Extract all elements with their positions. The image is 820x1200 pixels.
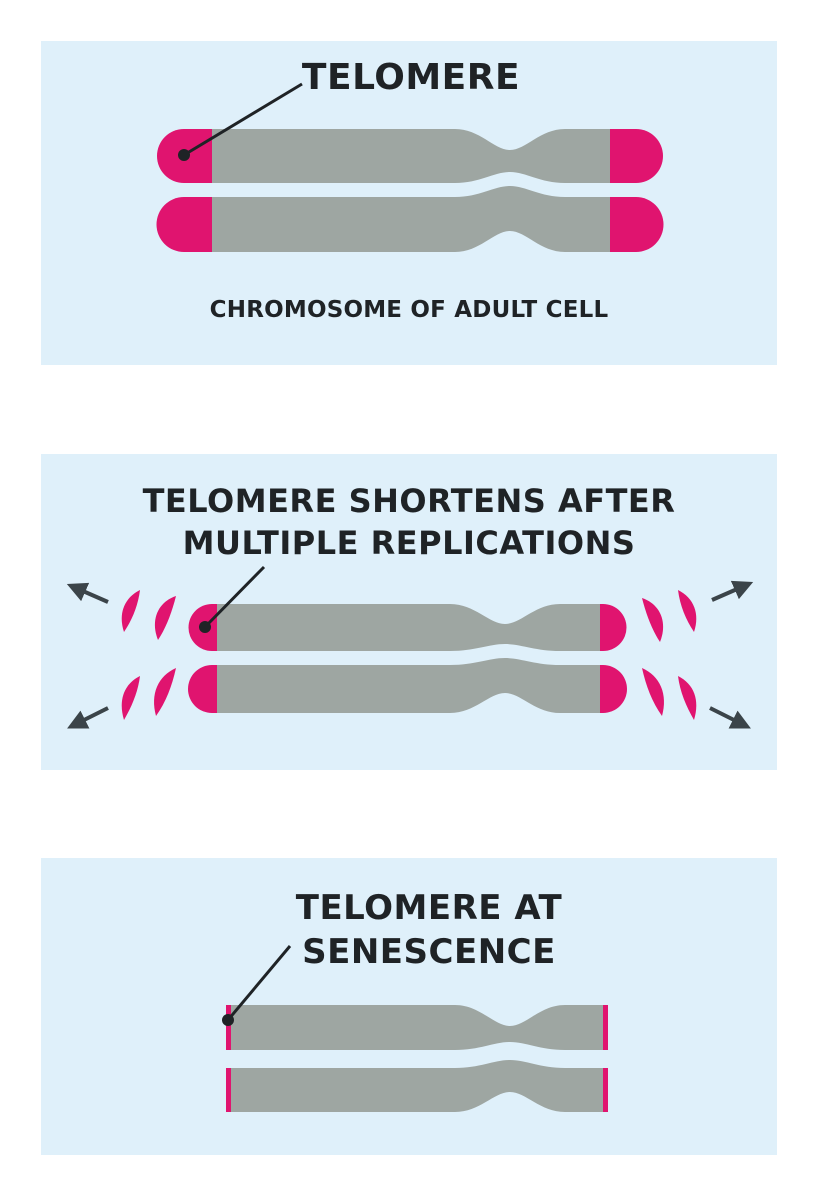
chromatid-bottom	[217, 658, 600, 713]
telomere-fragment	[121, 676, 140, 720]
pointer-dot	[199, 621, 211, 633]
telomere-fragment	[642, 598, 664, 642]
chromosome-senescence	[222, 945, 608, 1112]
arrow-icon	[709, 706, 751, 729]
senescence-label: TELOMERE AT SENESCENCE	[295, 888, 563, 972]
pointer-dot	[178, 149, 190, 161]
arrow-icon	[67, 706, 109, 729]
telomere-cap	[610, 129, 663, 183]
chromatid-bottom	[230, 1060, 604, 1112]
panel-adult-cell: TELOMERE CHROMOSOME OF ADULT CELL	[41, 41, 777, 365]
telomere-fragment	[121, 590, 140, 632]
telomere-label: TELOMERE	[301, 57, 521, 98]
pointer-dot	[222, 1014, 234, 1026]
chromatid-top	[217, 604, 600, 651]
arrow-icon	[66, 582, 109, 604]
telomere-cap	[226, 1005, 231, 1050]
chromatid-bottom	[212, 186, 610, 252]
telomere-cap	[226, 1068, 231, 1112]
telomere-fragment	[678, 676, 697, 720]
telomere-fragment	[642, 668, 664, 716]
telomere-cap	[156, 197, 212, 252]
telomere-pointer	[183, 82, 303, 157]
telomere-pointer	[226, 945, 292, 1021]
telomere-cap	[603, 1068, 608, 1112]
telomere-fragment	[678, 590, 697, 632]
chromatid-top	[230, 1005, 604, 1050]
chromosome-shortening	[66, 565, 754, 729]
telomere-cap	[610, 197, 664, 252]
telomere-pointer	[203, 565, 266, 629]
telomere-cap	[600, 665, 627, 713]
telomere-fragment	[154, 668, 176, 716]
arrow-icon	[711, 580, 754, 602]
telomere-cap	[603, 1005, 608, 1050]
telomere-fragment	[154, 596, 176, 640]
telomere-cap	[188, 665, 217, 713]
adult-cell-caption: CHROMOSOME OF ADULT CELL	[209, 297, 609, 323]
chromatid-top	[212, 129, 610, 183]
chromosome-adult	[156, 82, 664, 252]
telomere-cap	[600, 604, 627, 651]
shortening-label: TELOMERE SHORTENS AFTER MULTIPLE REPLICA…	[142, 482, 676, 562]
